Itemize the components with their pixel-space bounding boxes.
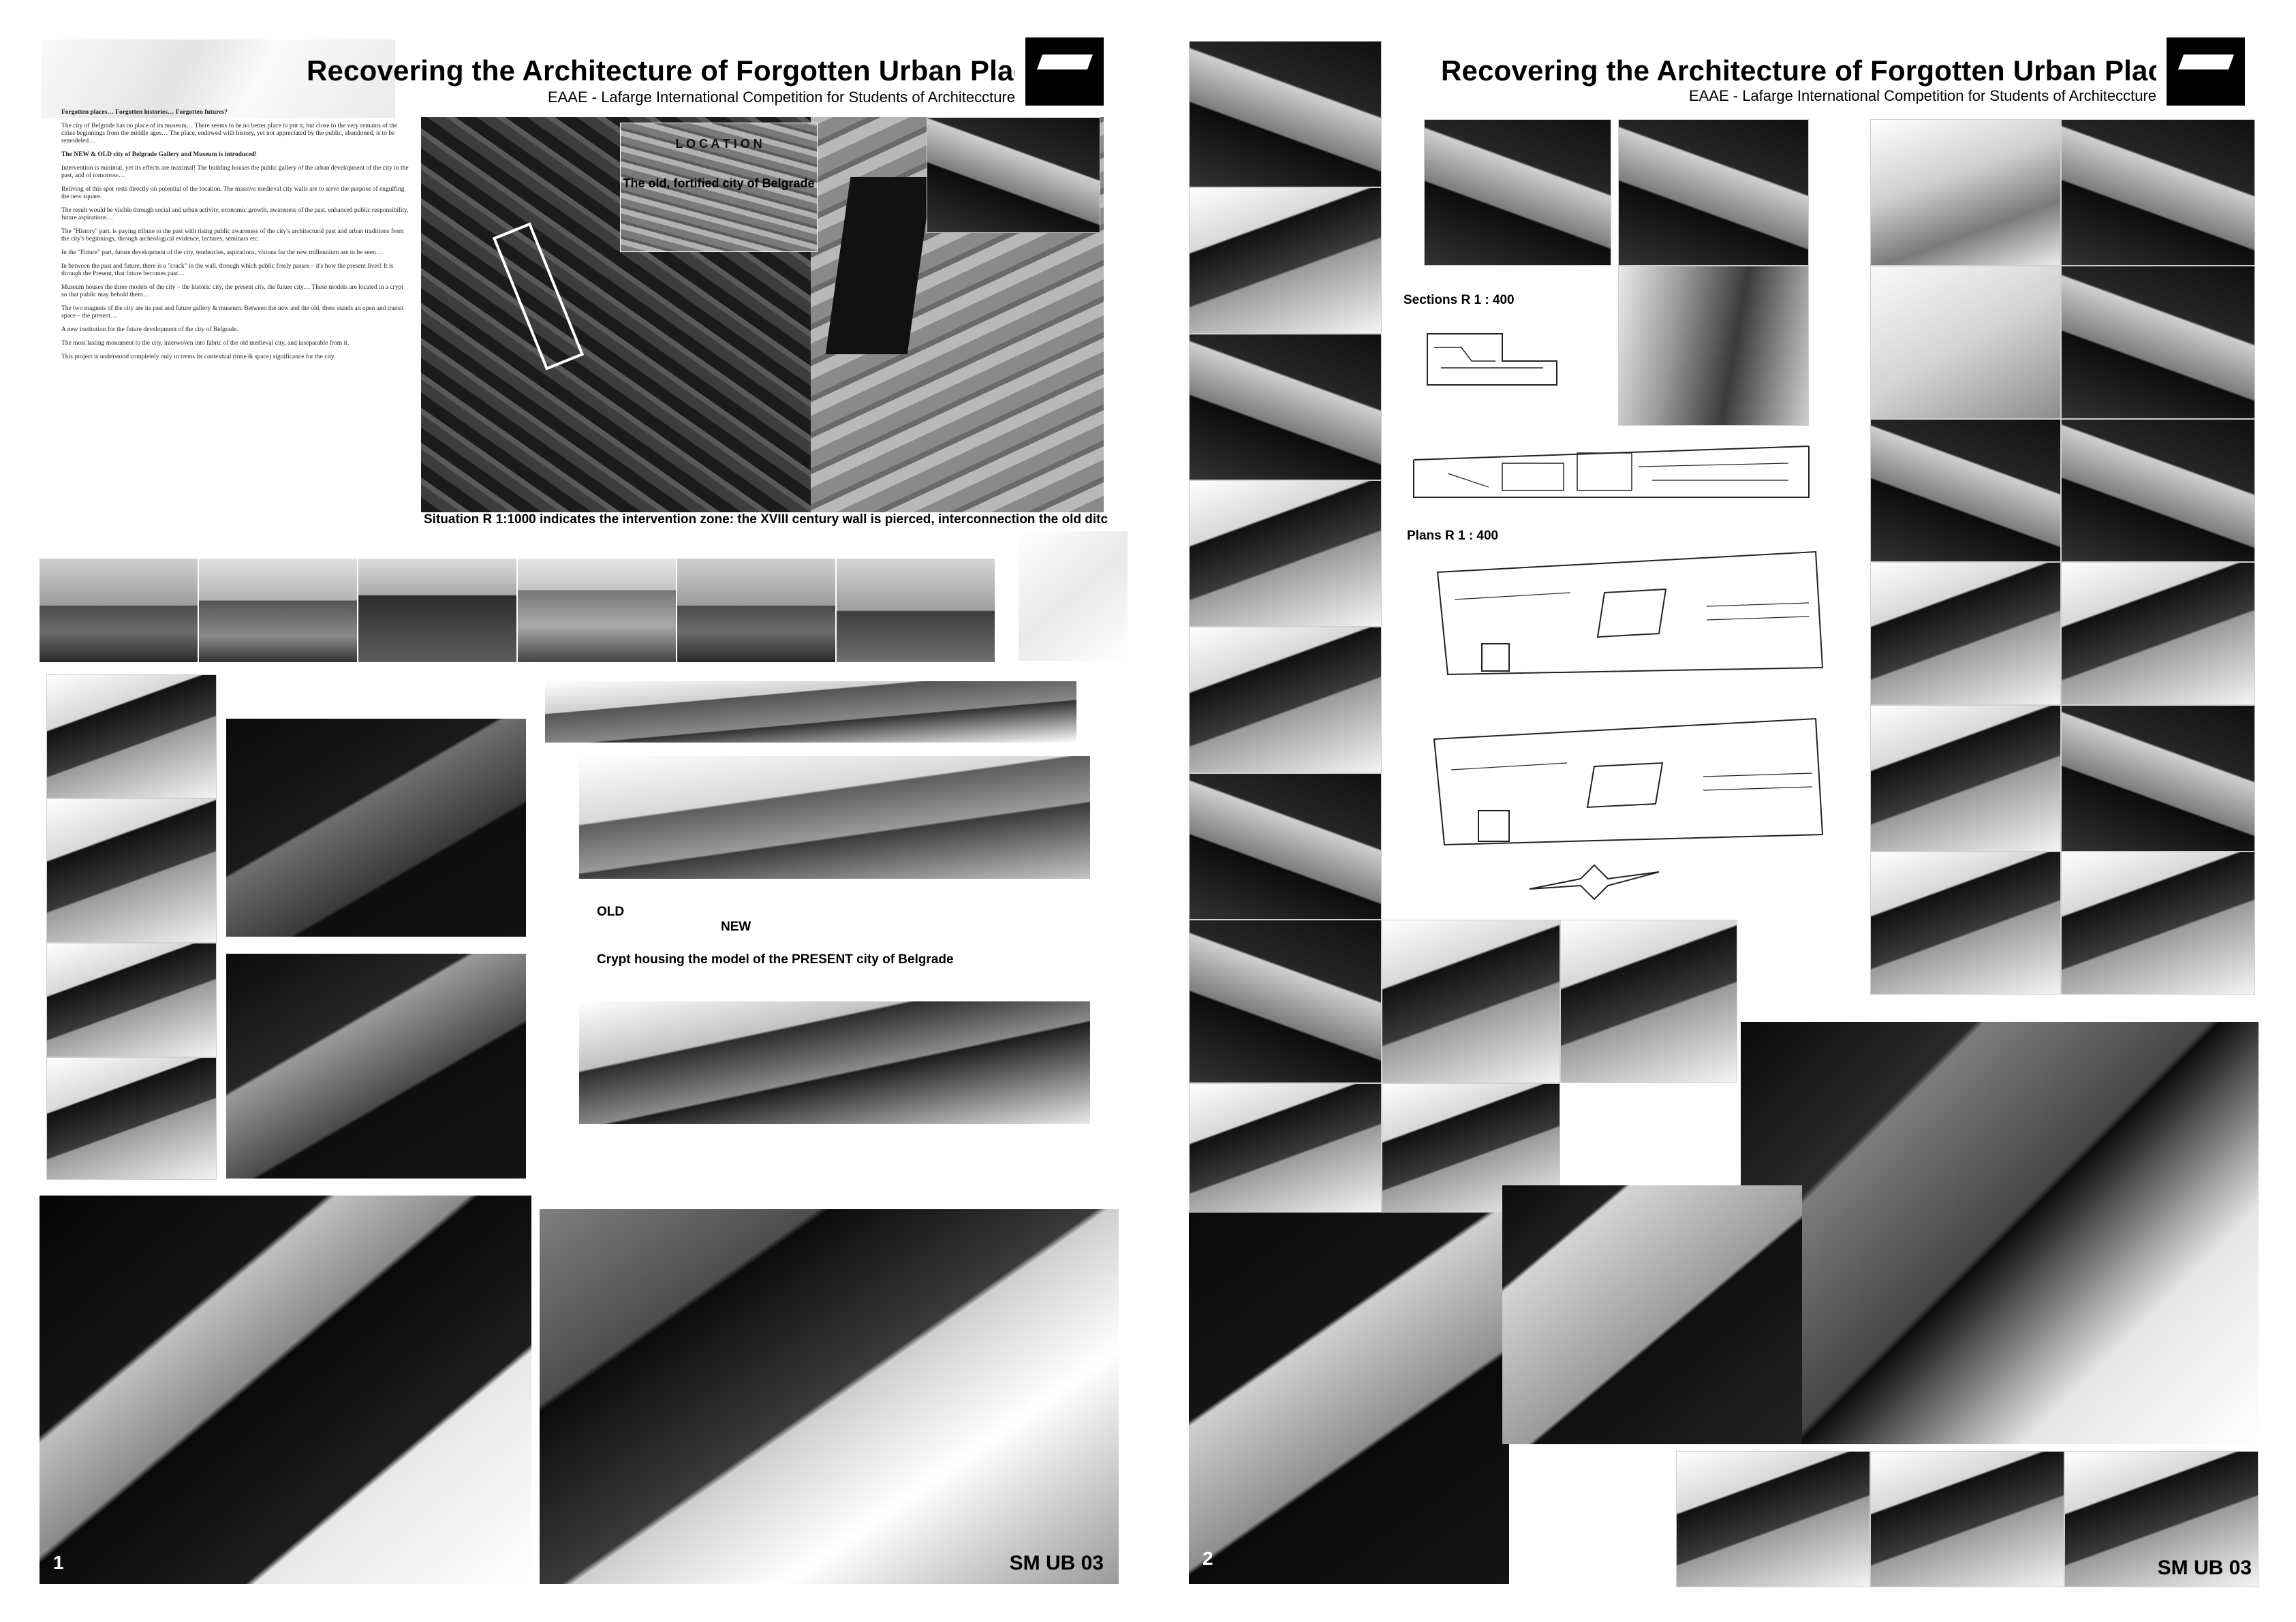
render-thumb <box>1189 41 1382 187</box>
location-caption: The old, fortified city of Belgrade <box>623 176 815 190</box>
intro-para: A new institution for the future develop… <box>61 326 238 333</box>
render-thumb <box>1189 480 1382 627</box>
render-thumb <box>1870 419 2061 562</box>
section-drawing <box>1421 320 1564 395</box>
page-number: 2 <box>1203 1548 1213 1569</box>
label-old: OLD <box>597 905 625 919</box>
render-thumb <box>1189 334 1382 480</box>
render-thumb <box>2061 562 2255 705</box>
render-thumb <box>1189 627 1382 773</box>
render-thumb <box>1382 920 1560 1083</box>
render-thumb <box>927 117 1100 233</box>
section-render <box>579 756 1090 879</box>
render-thumb <box>1870 119 2061 266</box>
crypt-caption: Crypt housing the model of the PRESENT c… <box>597 952 954 967</box>
intro-para: This project is understood completely on… <box>61 354 336 360</box>
site-photo-6 <box>837 559 995 662</box>
render-thumb <box>46 1057 217 1180</box>
render-thumb <box>1676 1451 1870 1587</box>
project-code: SM UB 03 <box>1009 1552 1104 1574</box>
sheet2-subtitle: EAAE - Lafarge International Competition… <box>1688 87 2156 104</box>
sheet2-title: Recovering the Architecture of Forgotten… <box>1441 54 2156 87</box>
sheet-1: Forgotten places… Forgotten histories… F… <box>0 0 1148 1622</box>
render-thumb <box>2064 1451 2259 1587</box>
label-new: NEW <box>721 920 751 934</box>
render-thumb <box>2061 119 2255 266</box>
sheet1-subtitle: EAAE - Lafarge International Competition… <box>547 89 1015 106</box>
intro-para: Forgotten places… Forgotten histories… F… <box>61 109 228 116</box>
render-thumb <box>46 943 217 1057</box>
render-view-large <box>1502 1185 1802 1444</box>
section-render <box>579 1001 1090 1124</box>
render-thumb <box>2061 705 2255 852</box>
intro-render <box>41 40 395 118</box>
location-heading: L O C A T I O N <box>675 137 762 151</box>
render-thumb <box>1189 1083 1382 1213</box>
render-thumb <box>2061 266 2255 419</box>
render-thumb <box>46 674 217 798</box>
render-thumb <box>1189 773 1382 920</box>
intro-para: The NEW & OLD city of Belgrade Gallery a… <box>61 151 258 158</box>
plan-drawing-small <box>1526 862 1662 903</box>
render-view <box>226 954 526 1179</box>
plan-drawing <box>1434 545 1826 678</box>
intro-para: The result would be visible through soci… <box>61 207 409 221</box>
render-thumb <box>1424 119 1611 266</box>
site-photo-1 <box>40 559 198 662</box>
plans-label: Plans R 1 : 400 <box>1407 529 1499 543</box>
render-thumb <box>2061 419 2255 562</box>
render-thumb <box>1189 187 1382 334</box>
sections-label: Sections R 1 : 400 <box>1403 293 1515 307</box>
render-thumb <box>2061 852 2255 995</box>
section-render <box>545 681 1076 743</box>
sheet-2: Recovering the Architecture of Forgotten… <box>1148 0 2296 1622</box>
logo-mark-icon <box>1025 37 1104 106</box>
intro-para: Intervention is minimal, yet its effects… <box>61 165 409 179</box>
site-photo-3 <box>358 559 516 662</box>
render-thumb <box>1618 119 1809 266</box>
sheet1-title: Recovering the Architecture of Forgotten… <box>307 54 1015 87</box>
render-thumb <box>1870 266 2061 419</box>
section-drawing-long <box>1407 433 1816 508</box>
intro-para: The city of Belgrade has no place of its… <box>61 123 398 144</box>
location-inset: L O C A T I O N The old, fortified city … <box>620 123 818 252</box>
faded-render <box>1019 531 1128 661</box>
intro-para: The two magnets of the city are its past… <box>61 305 404 319</box>
project-code: SM UB 03 <box>2157 1557 2252 1579</box>
render-thumb <box>1189 920 1382 1083</box>
intro-para: In between the past and future, there is… <box>61 263 394 277</box>
site-photo-4 <box>518 559 676 662</box>
render-view-large <box>1189 1213 1509 1584</box>
intro-para: In the "Future" part, future development… <box>61 249 383 256</box>
intro-para: Museum houses the three models of the ci… <box>61 284 403 298</box>
render-view <box>226 719 526 937</box>
plan-drawing <box>1431 708 1826 848</box>
render-thumb <box>1870 705 2061 852</box>
logo-mark-icon <box>2167 37 2245 106</box>
render-thumb <box>1870 852 2061 995</box>
intro-para: The most lasting monument to the city, i… <box>61 340 350 347</box>
intro-para: The "History" part, is paying tribute to… <box>61 228 404 243</box>
situation-caption: Situation R 1:1000 indicates the interve… <box>424 512 1108 527</box>
site-photo-5 <box>677 559 835 662</box>
render-thumb <box>1618 266 1809 426</box>
intro-para: Reliving of this spot rests directly on … <box>61 186 405 200</box>
render-view-large <box>1741 1022 2259 1444</box>
render-thumb <box>1870 562 2061 705</box>
render-thumb <box>1870 1451 2064 1587</box>
render-view-large <box>40 1196 531 1584</box>
render-thumb <box>46 798 217 943</box>
render-thumb <box>1560 920 1737 1083</box>
page-number: 1 <box>53 1552 64 1573</box>
site-photo-2 <box>199 559 357 662</box>
render-view-large <box>540 1209 1119 1584</box>
intro-text: Forgotten places… Forgotten histories… F… <box>61 109 409 531</box>
